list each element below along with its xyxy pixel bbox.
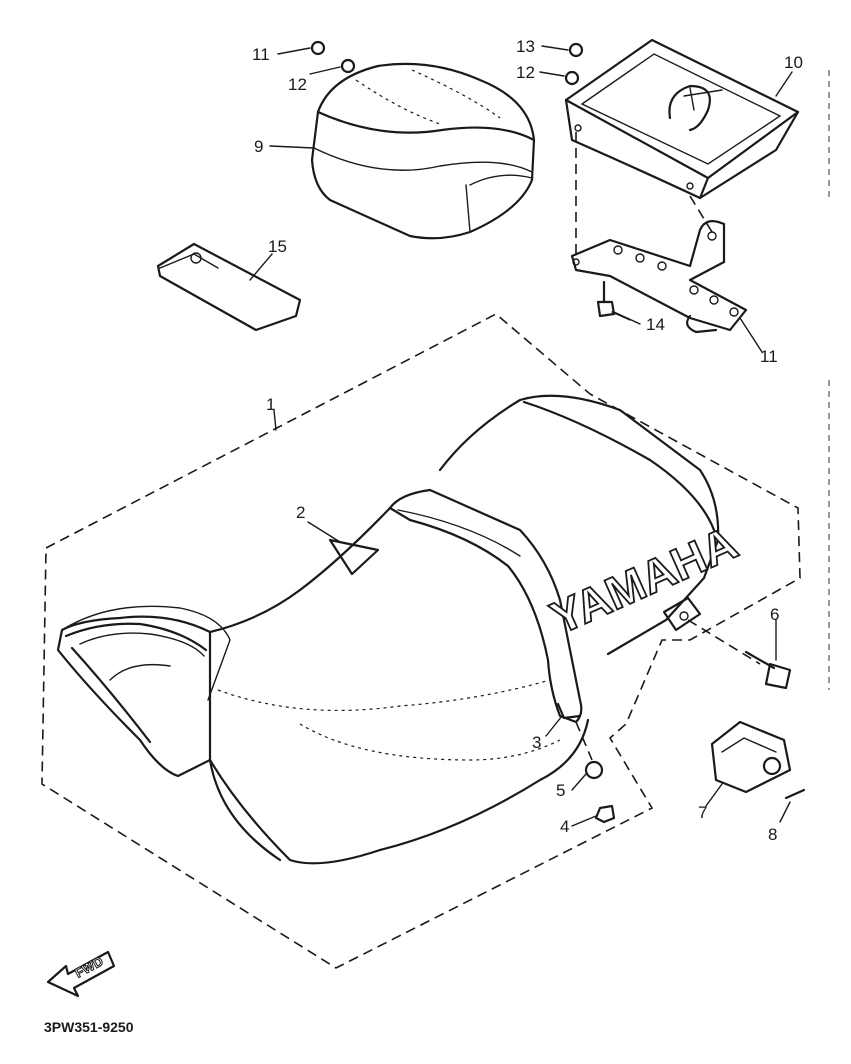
leader-2 xyxy=(307,521,341,543)
parts-4-5-fasteners xyxy=(571,721,616,827)
part-14-bolt xyxy=(596,280,631,321)
callout-14: 14 xyxy=(646,315,665,334)
callout-10: 10 xyxy=(784,53,803,72)
callout-12-left: 12 xyxy=(288,75,307,94)
leader-10 xyxy=(775,71,793,97)
nuts-12-13-right xyxy=(539,42,584,86)
callout-9: 9 xyxy=(254,137,263,156)
callout-5: 5 xyxy=(556,781,565,800)
part-11-bracket xyxy=(570,132,748,334)
leader-11 xyxy=(739,317,763,353)
callout-1: 1 xyxy=(266,395,275,414)
part-1-seat: YAMAHA xyxy=(56,394,746,865)
leader-9 xyxy=(269,145,315,149)
callout-13-right: 13 xyxy=(516,37,535,56)
part-10-tray xyxy=(564,38,800,200)
callout-2: 2 xyxy=(296,503,305,522)
leader-3 xyxy=(545,715,563,737)
callout-15: 15 xyxy=(268,237,287,256)
part-15-pouch xyxy=(156,242,302,332)
diagram-code: 3PW351-9250 xyxy=(44,1019,134,1035)
kit-boundary xyxy=(41,313,801,969)
leader-14 xyxy=(613,311,641,325)
part-9-cover-bag xyxy=(310,62,536,240)
callout-7: 7 xyxy=(698,803,707,822)
callout-6: 6 xyxy=(770,605,779,624)
leader-1 xyxy=(273,409,277,431)
callout-8: 8 xyxy=(768,825,777,844)
forward-arrow-label: FWD xyxy=(72,954,105,981)
callout-13-left: 11 xyxy=(252,45,270,64)
part-7-lock xyxy=(705,720,792,807)
part-6-bolt xyxy=(687,619,792,690)
forward-arrow-icon: FWD xyxy=(46,950,116,998)
callout-3: 3 xyxy=(532,733,541,752)
callout-4: 4 xyxy=(560,817,569,836)
seat-brand-text: YAMAHA xyxy=(543,516,745,644)
nuts-12-13-left xyxy=(277,40,356,75)
part-8-screw xyxy=(779,788,806,823)
callout-12-right: 12 xyxy=(516,63,535,82)
callout-11: 11 xyxy=(760,347,778,366)
